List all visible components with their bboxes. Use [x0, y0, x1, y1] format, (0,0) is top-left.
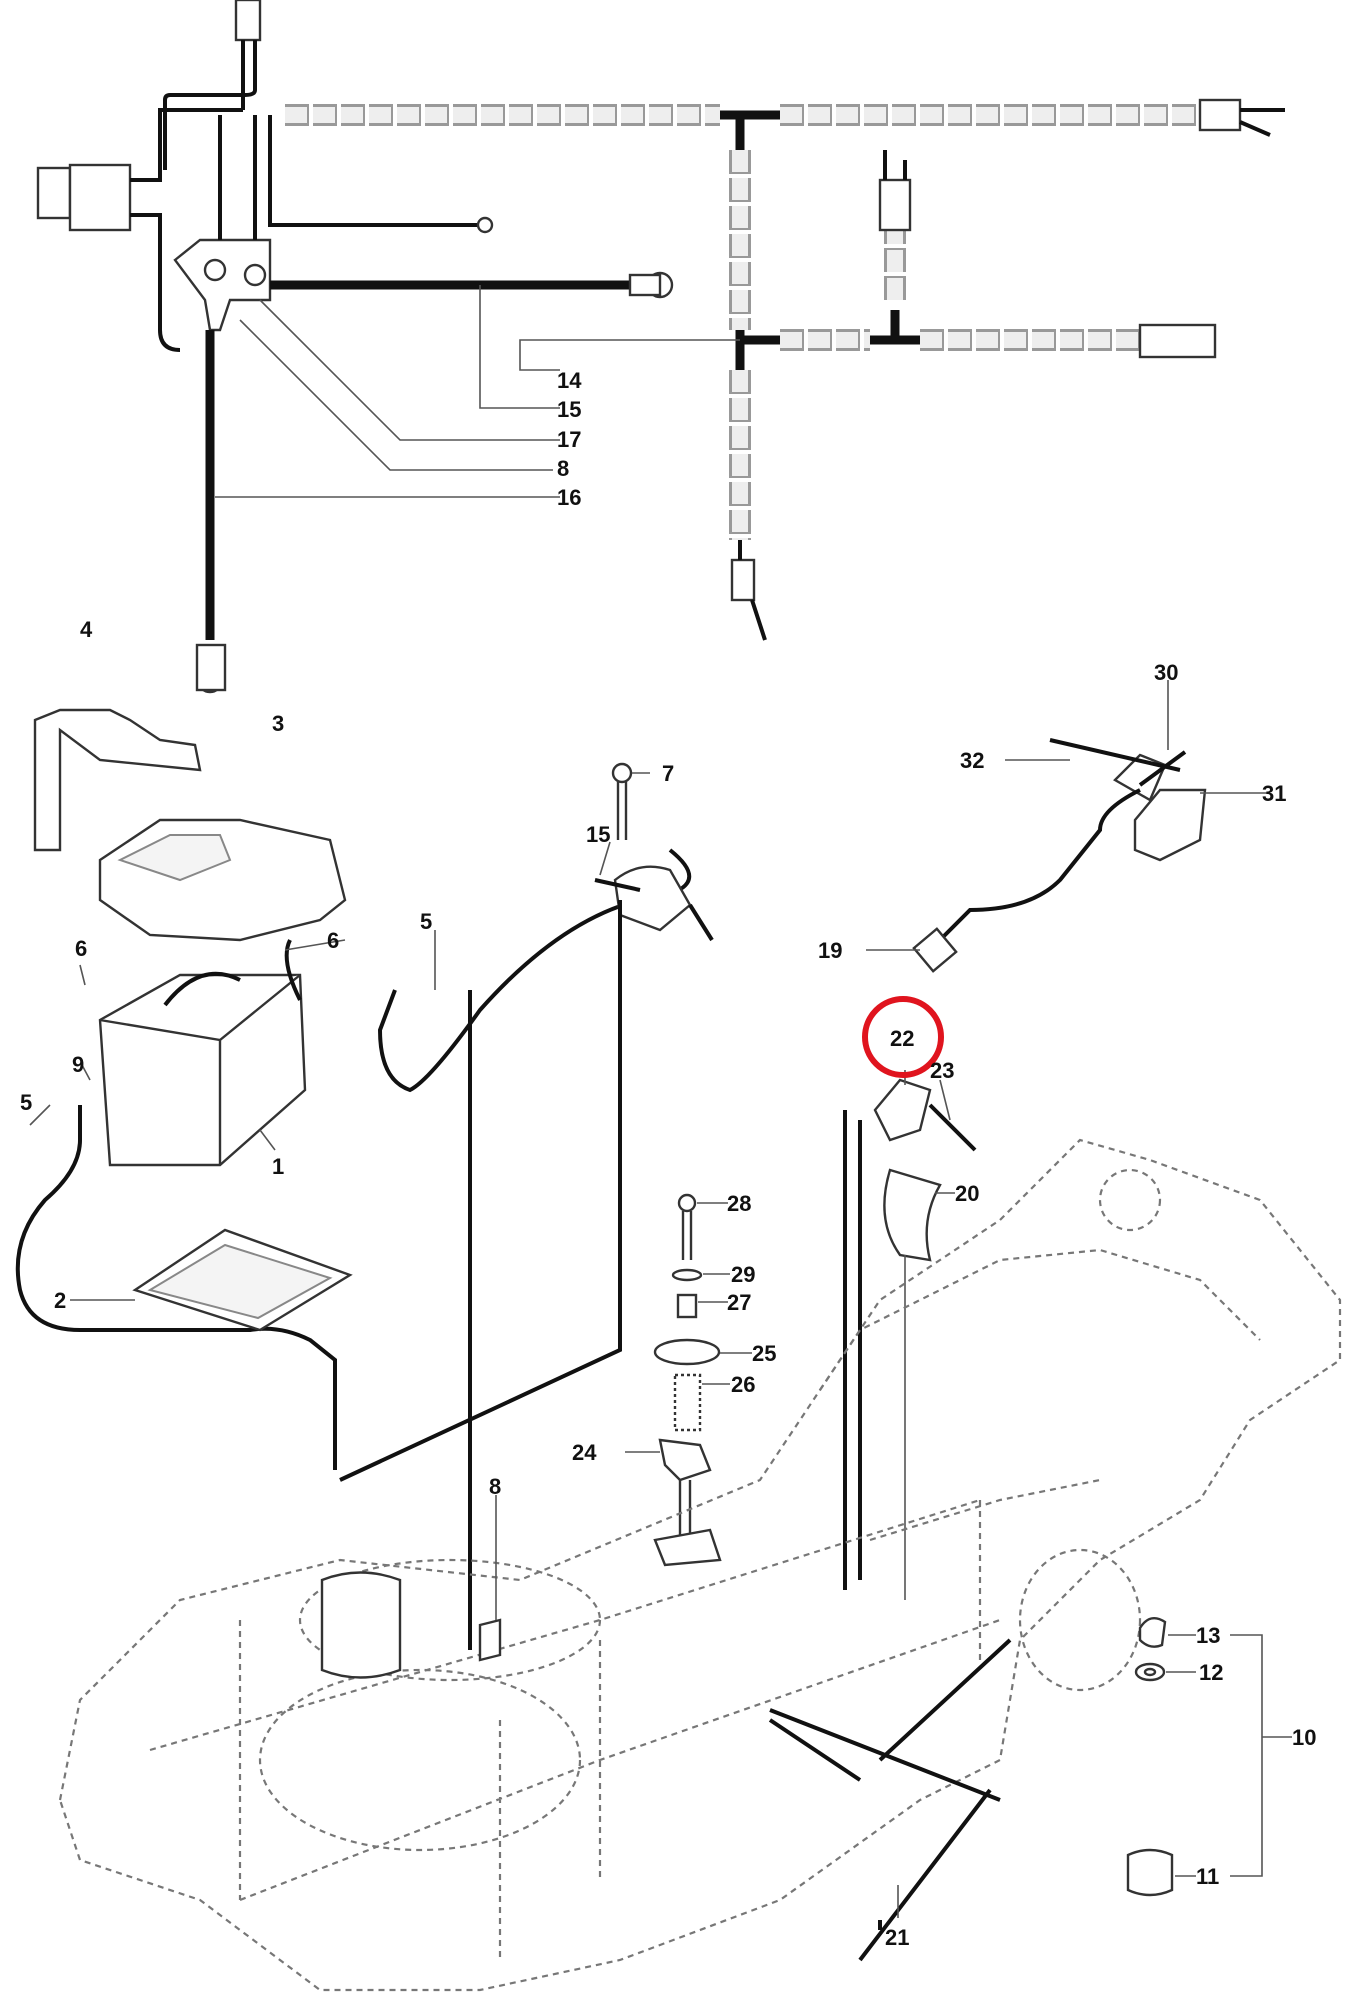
- battery-group: [15, 708, 692, 1470]
- callout-28: 28: [727, 1191, 751, 1216]
- callout-14: 14: [557, 368, 582, 393]
- rubber-mounts: [858, 1616, 1292, 1962]
- starter-solenoid: [173, 115, 674, 694]
- callout-29: 29: [731, 1262, 755, 1287]
- callout-9: 9: [72, 1052, 84, 1077]
- switch-stack: [625, 1193, 752, 1567]
- callout-12: 12: [1199, 1660, 1223, 1685]
- callout-8: 8: [489, 1474, 501, 1499]
- callout-27: 27: [727, 1290, 751, 1315]
- callout-24: 24: [572, 1440, 597, 1465]
- callout-31: 31: [1262, 781, 1286, 806]
- callout-11: 11: [1196, 1864, 1219, 1889]
- highlight-circle: [862, 996, 944, 1078]
- callout-5: 5: [420, 909, 432, 934]
- relay: [36, 108, 243, 352]
- callout-15-top: 15: [557, 397, 581, 422]
- callout-30: 30: [1154, 660, 1178, 685]
- callout-26: 26: [731, 1372, 755, 1397]
- callout-7: 7: [662, 761, 674, 786]
- callout-20: 20: [955, 1181, 979, 1206]
- callout-25: 25: [752, 1341, 776, 1366]
- solenoid-assembly: [339, 762, 714, 1650]
- callout-6: 6: [75, 936, 87, 961]
- callout-15: 15: [586, 822, 610, 847]
- callout-10: 10: [1292, 1725, 1316, 1750]
- callout-6: 6: [327, 928, 339, 953]
- callout-4: 4: [80, 617, 93, 642]
- callout-22-highlighted[interactable]: 22: [890, 1026, 914, 1051]
- callout-1: 1: [272, 1154, 284, 1179]
- callout-13: 13: [1196, 1623, 1220, 1648]
- switch-harness: [866, 680, 1270, 973]
- callout-8-top: 8: [557, 456, 569, 481]
- callout-32: 32: [960, 748, 984, 773]
- callout-17: 17: [557, 427, 581, 452]
- callout-16: 16: [557, 485, 581, 510]
- callout-3: 3: [272, 711, 284, 736]
- callout-5: 5: [20, 1090, 32, 1115]
- wiring-harness: [36, 0, 1285, 694]
- seat-switch: [843, 1070, 977, 1600]
- callout-23: 23: [930, 1058, 954, 1083]
- callout-21: 21: [885, 1925, 909, 1950]
- chassis-and-engine: [58, 1138, 1342, 1992]
- callout-2: 2: [54, 1288, 66, 1313]
- callout-19: 19: [818, 938, 842, 963]
